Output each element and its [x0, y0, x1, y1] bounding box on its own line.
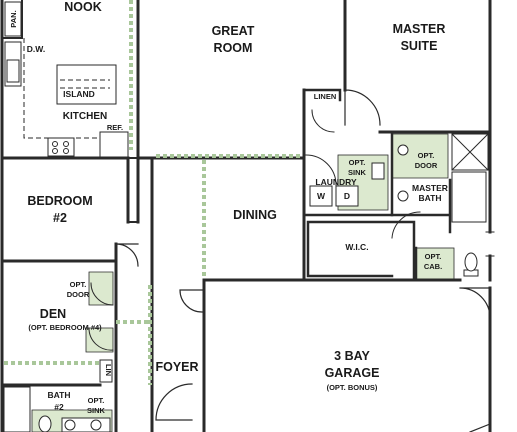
- dining-label: DINING: [233, 208, 277, 222]
- dryer-label: D: [344, 191, 350, 201]
- master-bath-label-1: MASTER: [412, 183, 448, 193]
- master-bath-door-swing: [391, 211, 421, 239]
- pantry-label: PAN.: [9, 10, 18, 27]
- master-entry-door: [344, 89, 381, 126]
- opt-cab-label-2: CAB.: [424, 262, 442, 271]
- washer-box: [309, 185, 333, 207]
- master-toilet: [464, 252, 478, 272]
- washer-label: W: [317, 191, 326, 201]
- pantry-box: [4, 1, 22, 37]
- bath2-sink-2: [90, 419, 102, 431]
- den-opt-door-area: [88, 271, 114, 306]
- garage-option-label: (OPT. BONUS): [327, 383, 378, 392]
- kitchen-label: KITCHEN: [63, 111, 107, 122]
- den-door-2: [88, 327, 114, 351]
- kitchen-sink: [6, 59, 20, 83]
- foyer-label: FOYER: [155, 360, 198, 374]
- wall-linen: [302, 88, 342, 102]
- great-room-label-1: GREAT: [212, 24, 255, 38]
- bath2-sink-1: [64, 419, 76, 431]
- laundry-label: LAUNDRY: [315, 177, 357, 187]
- garage-entry-door: [459, 287, 491, 319]
- bath2-linen: [99, 359, 113, 383]
- wall-wic: [306, 220, 416, 282]
- den-label: DEN: [40, 307, 66, 321]
- burner-1: [52, 141, 58, 147]
- nook-label: NOOK: [64, 0, 102, 14]
- bath2-tub: [3, 386, 31, 432]
- bath-opt-door-label-2: DOOR: [415, 161, 438, 170]
- shower-cross: [451, 133, 489, 171]
- bedroom-door: [115, 243, 139, 267]
- island-dashes: [60, 79, 110, 89]
- laundry-sink: [371, 162, 385, 180]
- laundry-door-swing: [305, 154, 337, 186]
- wall-left-hall: [114, 156, 130, 432]
- linen-door: [311, 109, 335, 133]
- den-door: [90, 282, 114, 306]
- island-box: [56, 64, 117, 105]
- bath-opt-door-label-1: OPT.: [418, 151, 435, 160]
- refrigerator-box: [99, 131, 129, 158]
- burner-2: [63, 141, 69, 147]
- burner-4: [63, 148, 69, 154]
- bath2-sink-label-2: SINK: [87, 406, 106, 415]
- den-opt-door-label-1: OPT.: [70, 280, 87, 289]
- laundry-sink-label-1: OPT.: [349, 158, 366, 167]
- den-opt-door-label-2: DOOR: [67, 290, 90, 299]
- garage-door-lower: [469, 423, 491, 432]
- master-vanity-sink-2: [397, 190, 409, 202]
- burner-3: [52, 148, 58, 154]
- dishwasher-label: D.W.: [27, 44, 45, 54]
- refrigerator-label: REF.: [107, 123, 123, 132]
- master-bath-label-2: BATH: [419, 193, 442, 203]
- island-label: ISLAND: [63, 89, 95, 99]
- great-room-label-2: ROOM: [214, 41, 253, 55]
- master-tub-frame: [451, 171, 487, 223]
- master-suite-label-1: MASTER: [393, 22, 446, 36]
- wic-label: W.I.C.: [345, 242, 368, 252]
- bedroom-label-2: #2: [53, 211, 67, 225]
- garage-label-1: 3 BAY: [334, 349, 370, 363]
- den-lower-door-area: [85, 327, 114, 353]
- front-door: [155, 383, 193, 421]
- garage-label-2: GARAGE: [325, 366, 380, 380]
- bath2-label-2: #2: [54, 402, 64, 412]
- linen-label: LINEN: [314, 92, 337, 101]
- master-exterior-door: [485, 231, 495, 257]
- wall-master-bath: [390, 178, 452, 282]
- master-vanity-sink-1: [397, 144, 409, 156]
- den-option-label: (OPT. BEDROOM #4): [28, 323, 102, 332]
- dryer-box: [335, 185, 359, 207]
- bath2-toilet: [38, 415, 52, 432]
- bedroom-label-1: BEDROOM: [27, 194, 92, 208]
- opt-cab-label-1: OPT.: [425, 252, 442, 261]
- bath2-label-1: BATH: [48, 390, 71, 400]
- kitchen-counter-left: [23, 38, 100, 139]
- laundry-sink-label-2: SINK: [348, 168, 367, 177]
- range-box: [47, 137, 75, 157]
- foyer-door: [179, 289, 203, 313]
- wall-nook-pantry: [1, 0, 23, 39]
- bath2-sink-label-1: OPT.: [88, 396, 105, 405]
- hall-linen-label: LIN: [104, 364, 113, 376]
- master-suite-label-2: SUITE: [401, 39, 438, 53]
